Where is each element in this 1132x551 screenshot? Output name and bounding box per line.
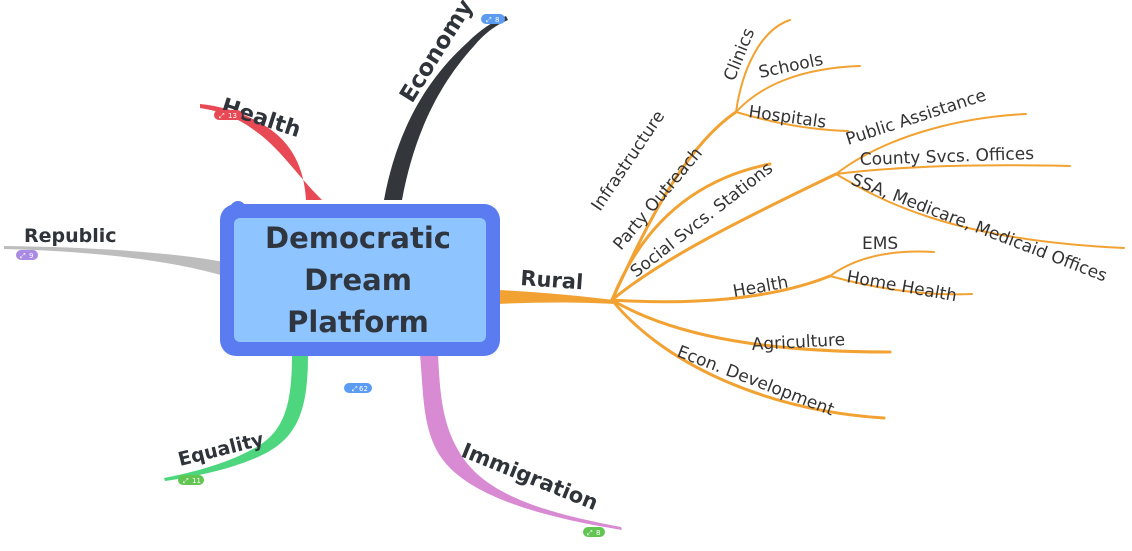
republic-label[interactable]: Republic [24, 225, 117, 247]
immigration-badge[interactable]: ⤢ 8 [583, 527, 605, 537]
rural-branch [498, 290, 614, 304]
hospitals-line [735, 111, 849, 132]
center-badge-count: 62 [359, 385, 368, 393]
equality-branch [164, 354, 308, 481]
econ-dev-line [610, 298, 886, 420]
hospitals-label[interactable]: Hospitals [747, 102, 827, 133]
link-icon: ⤢ [219, 112, 225, 120]
ssa-line [835, 173, 1125, 249]
center-count-badge[interactable]: ⤢ 62 [344, 383, 372, 393]
equality-badge[interactable]: ⤢ 11 [178, 475, 204, 485]
center-line-2: Dream [304, 263, 412, 297]
equality-badge-count: 11 [192, 477, 201, 485]
county-svcs-line [835, 164, 1071, 175]
link-icon: ⤢ [183, 477, 189, 485]
health-branch [200, 104, 322, 200]
schools-line [735, 65, 861, 113]
agriculture-label[interactable]: Agriculture [751, 330, 845, 355]
ems-label[interactable]: EMS [862, 234, 898, 254]
center-line-3: Platform [287, 305, 429, 339]
home-health-line [829, 275, 973, 296]
health-rural-line [610, 274, 832, 304]
social-svcs-line [610, 172, 838, 302]
link-icon: ⤢ [352, 385, 358, 393]
center-line-1: Democratic [265, 221, 451, 255]
central-topic[interactable]: Democratic Dream Platform [220, 201, 500, 356]
economy-branch [384, 16, 508, 200]
agriculture-line [610, 298, 892, 354]
immigration-badge-count: 8 [596, 529, 600, 537]
economy-badge-count: 8 [495, 16, 499, 24]
public-assistance-label[interactable]: Public Assistance [843, 86, 988, 150]
economy-badge[interactable]: ⤢ 8 [481, 14, 505, 24]
ems-line [829, 250, 935, 277]
party-outreach-line [610, 162, 772, 302]
republic-branch [4, 246, 224, 276]
public-assistance-line [835, 113, 1027, 175]
republic-badge[interactable]: ⤢ 9 [16, 250, 38, 260]
republic-badge-count: 9 [29, 252, 33, 260]
health-badge[interactable]: ⤢ 13 [214, 110, 242, 120]
home-health-label[interactable]: Home Health [845, 267, 958, 306]
rural-label[interactable]: Rural [520, 266, 584, 294]
link-icon: ⤢ [20, 252, 26, 260]
link-icon: ⤢ [587, 529, 593, 537]
link-icon: ⤢ [486, 16, 492, 24]
health-rural-label[interactable]: Health [731, 273, 789, 302]
ssa-label[interactable]: SSA, Medicare, Medicaid Offices [848, 170, 1110, 286]
clinics-line [735, 19, 791, 113]
health-badge-count: 13 [228, 112, 237, 120]
